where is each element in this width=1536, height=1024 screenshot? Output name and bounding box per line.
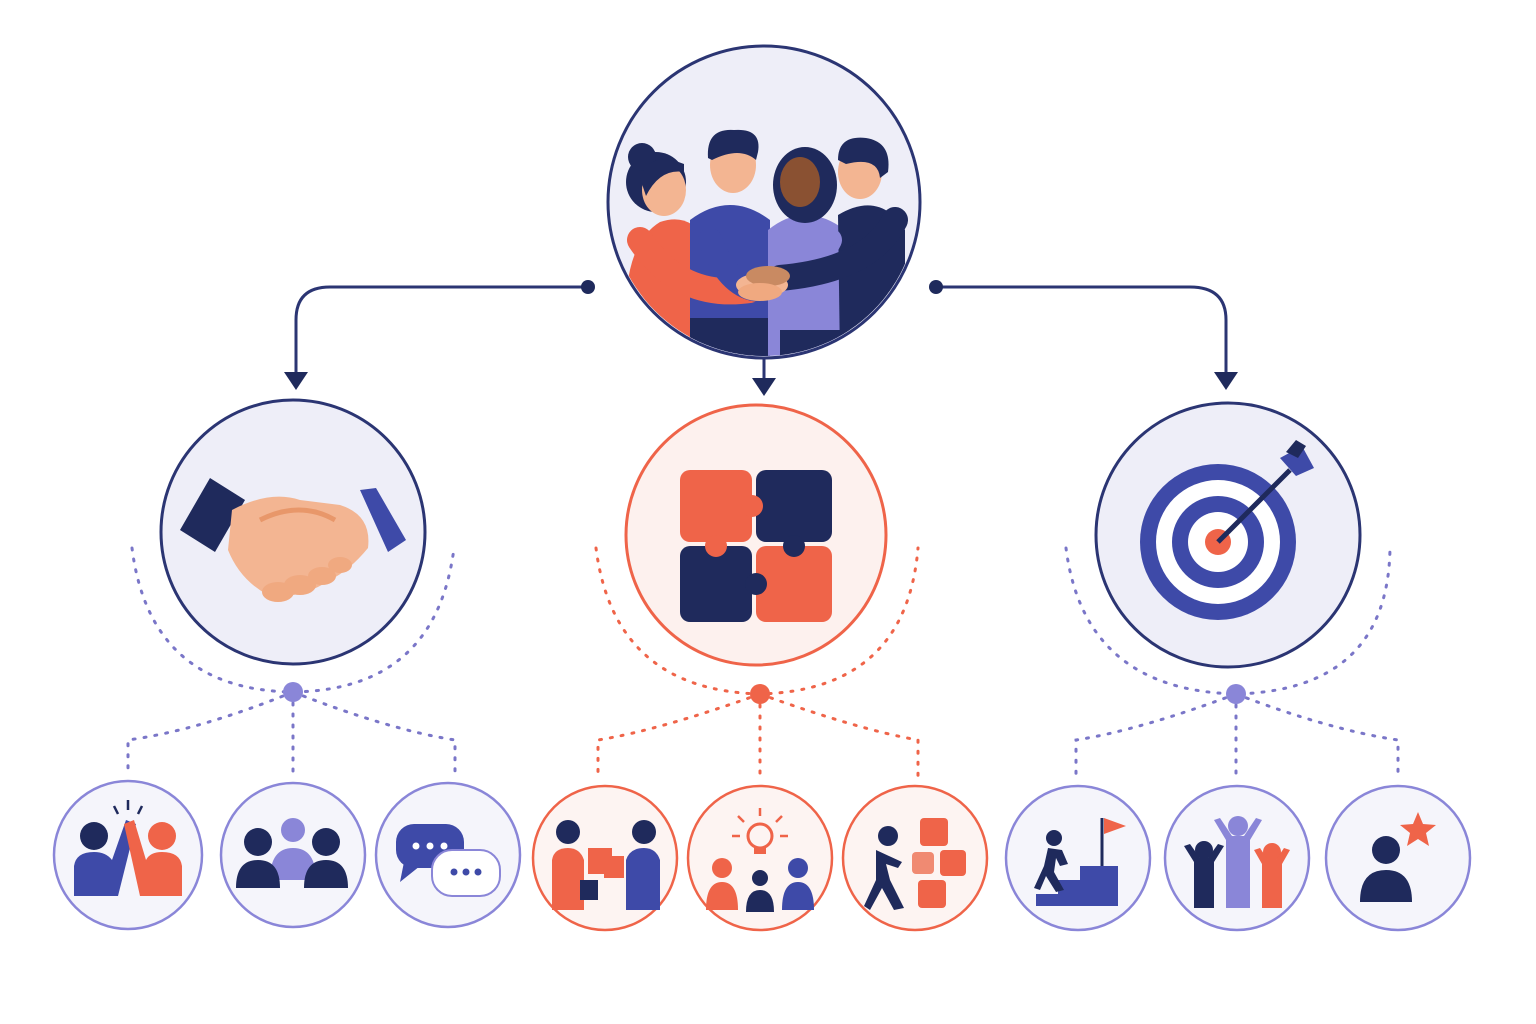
celebrating-group-icon (1184, 816, 1290, 908)
leaf-node-high-five (52, 779, 204, 931)
person-building-puzzle-icon (864, 818, 966, 910)
connector-dot-right (929, 280, 943, 294)
leaf-node-joining-puzzle (531, 784, 679, 932)
leaf-node-chat (374, 781, 522, 929)
arc-right (1064, 546, 1392, 696)
leaf-node-stairs (1004, 784, 1152, 932)
branch-node-handshake (159, 398, 427, 666)
arrowhead-left (284, 372, 308, 390)
connector-dot-left (581, 280, 595, 294)
idea-bulb-group-icon (706, 808, 814, 912)
arrowhead-right (1214, 372, 1238, 390)
person-star-icon (1360, 812, 1436, 902)
hub-dot-center (750, 684, 770, 704)
group-people-icon (236, 818, 348, 888)
chat-bubbles-icon (396, 824, 501, 897)
leaf-node-idea (686, 784, 834, 932)
leaf-node-celebrating (1163, 784, 1311, 932)
hub-dot-left (283, 682, 303, 702)
target-arrow-icon (1140, 440, 1314, 620)
branch-node-puzzle (624, 403, 888, 667)
high-five-icon (74, 800, 182, 896)
branch-node-target (1094, 401, 1362, 669)
root-connectors (294, 285, 1228, 378)
arrowhead-center (752, 378, 776, 396)
connector-left (294, 285, 588, 372)
leaf-node-building-puzzle (841, 784, 989, 932)
hub-dot-right (1226, 684, 1246, 704)
puzzle-icon (680, 470, 832, 622)
people-joining-puzzle-icon (552, 820, 660, 910)
connector-right (936, 285, 1228, 372)
leaf-node-group (219, 781, 367, 929)
climbing-stairs-flag-icon (1034, 818, 1126, 906)
root-node (606, 44, 922, 360)
handshake-icon (180, 478, 406, 602)
leaf-node-person-star (1324, 784, 1472, 932)
